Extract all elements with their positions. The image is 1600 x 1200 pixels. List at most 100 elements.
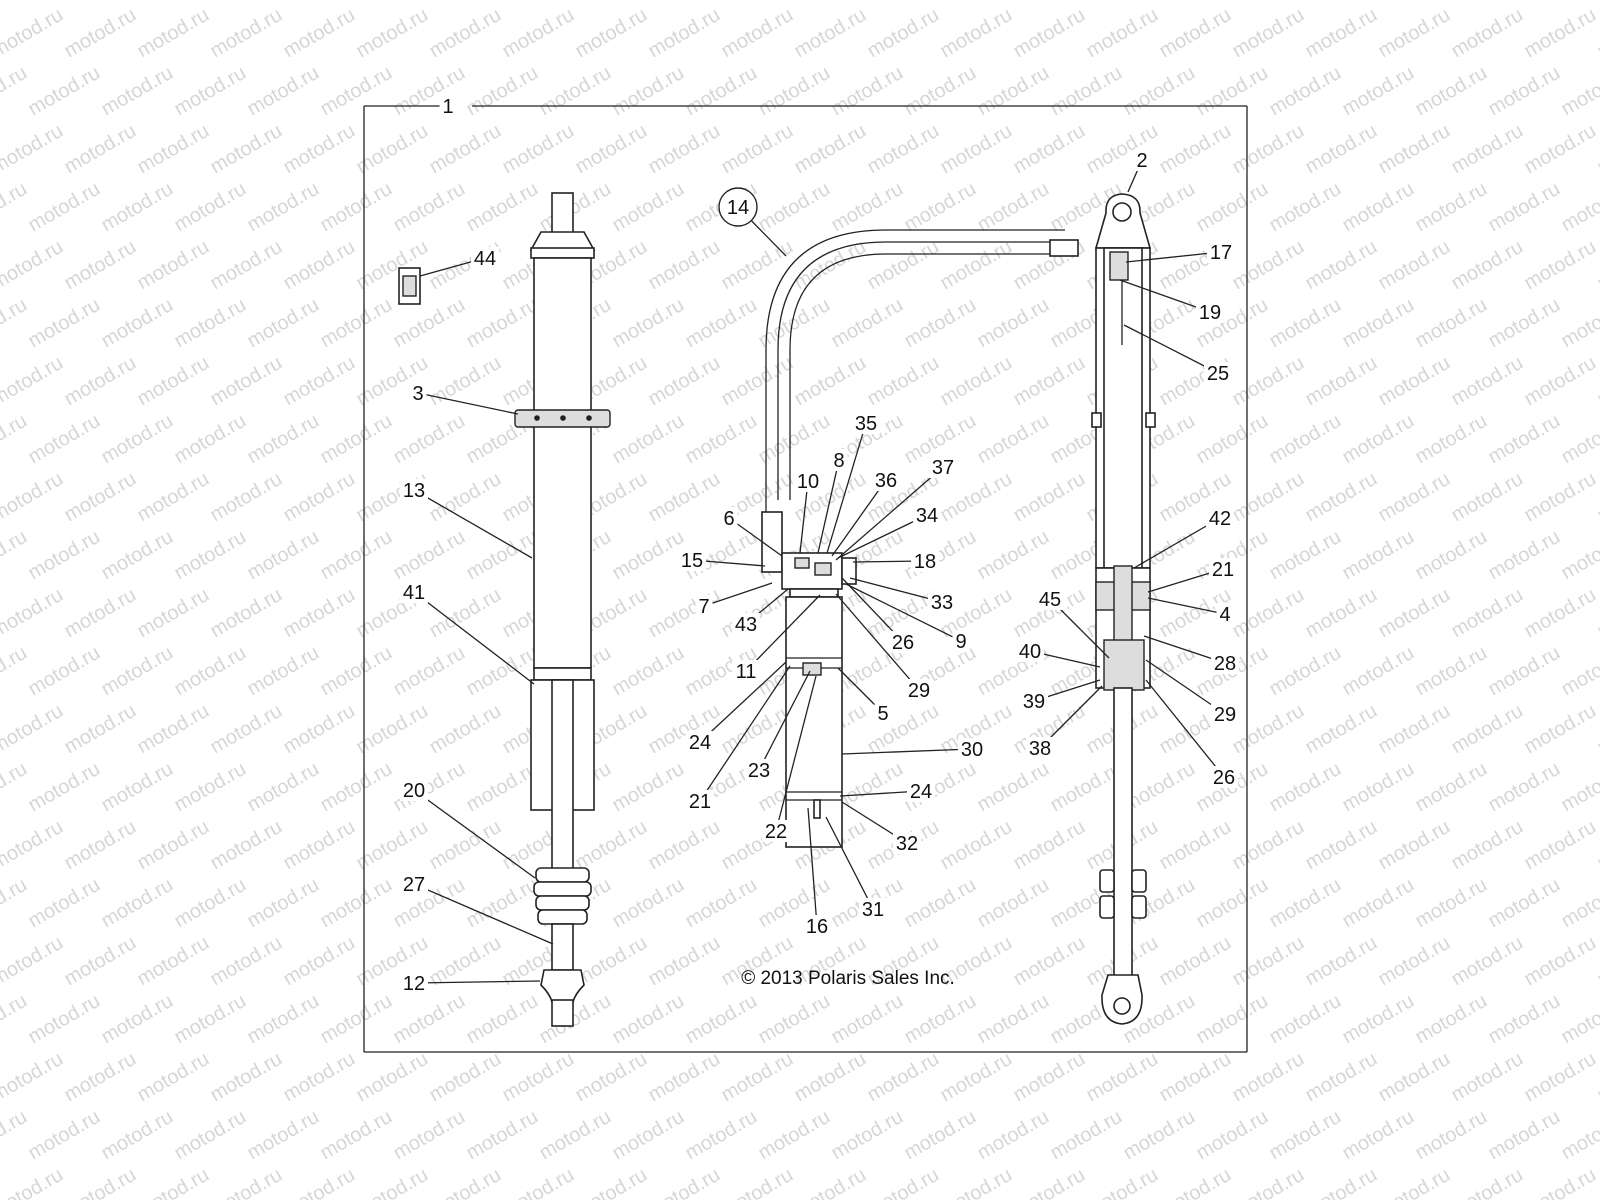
watermark-text: motod.ru (1229, 120, 1308, 179)
leader-line (413, 980, 541, 984)
callout-background (1216, 603, 1234, 625)
watermark-text: motod.ru (1193, 990, 1272, 1049)
watermark-text: motod.ru (25, 990, 104, 1049)
watermark-text: motod.ru (317, 526, 396, 585)
watermark-text: motod.ru (0, 642, 31, 701)
watermark-text: motod.ru (463, 526, 542, 585)
watermark-text: motod.ru (0, 526, 31, 585)
watermark-text: motod.ru (1339, 0, 1418, 4)
watermark-text: motod.ru (134, 1164, 213, 1200)
watermark-text: motod.ru (1594, 932, 1600, 991)
watermark-text: motod.ru (1010, 932, 1089, 991)
watermark-text: motod.ru (0, 1048, 67, 1107)
watermark-text: motod.ru (1302, 700, 1381, 759)
watermark-text: motod.ru (25, 526, 104, 585)
callout-background (1133, 149, 1151, 171)
watermark-text: motod.ru (244, 1106, 323, 1165)
part-number-32: 32 (896, 833, 918, 855)
watermark-text: motod.ru (1558, 62, 1600, 121)
part-number-29: 29 (1214, 704, 1236, 726)
watermark-text: motod.ru (98, 294, 177, 353)
leader-line (775, 675, 817, 832)
watermark-text: motod.ru (1485, 410, 1564, 469)
watermark-text: motod.ru (609, 642, 688, 701)
watermark-text: motod.ru (317, 178, 396, 237)
watermark-text: motod.ru (390, 1106, 469, 1165)
watermark-text: motod.ru (682, 0, 761, 4)
watermark-text: motod.ru (280, 700, 359, 759)
part-number-45: 45 (1039, 589, 1061, 611)
watermark-text: motod.ru (171, 642, 250, 701)
watermark-text: motod.ru (1302, 468, 1381, 527)
watermark-text: motod.ru (1266, 1106, 1345, 1165)
leader-line (831, 479, 887, 557)
watermark-text: motod.ru (864, 1164, 943, 1200)
watermark-text: motod.ru (1193, 410, 1272, 469)
watermark-text: motod.ru (1302, 1048, 1381, 1107)
watermark-text: motod.ru (1594, 352, 1600, 411)
leader-line (1145, 679, 1225, 778)
callout-background (678, 549, 706, 571)
watermark-text: motod.ru (463, 758, 542, 817)
watermark-text: motod.ru (317, 62, 396, 121)
part-number-24: 24 (689, 732, 711, 754)
watermark-text: motod.ru (499, 1048, 578, 1107)
watermark-text: motod.ru (134, 1048, 213, 1107)
part-number-21: 21 (1212, 559, 1234, 581)
watermark-text: motod.ru (426, 700, 505, 759)
watermark-text: motod.ru (1485, 62, 1564, 121)
watermark-text: motod.ru (828, 1106, 907, 1165)
leader-line (849, 577, 943, 603)
part-number-34: 34 (916, 505, 938, 527)
callout-background (905, 679, 933, 701)
watermark-text: motod.ru (25, 0, 104, 4)
watermark-text: motod.ru (937, 1164, 1016, 1200)
watermark-text: motod.ru (609, 1106, 688, 1165)
watermark-text: motod.ru (1448, 700, 1527, 759)
watermark-text: motod.ru (1229, 700, 1308, 759)
leader-line (758, 670, 811, 771)
watermark-text: motod.ru (390, 178, 469, 237)
watermark-text: motod.ru (1302, 584, 1381, 643)
watermark-text: motod.ru (1448, 1164, 1527, 1200)
watermark-text: motod.ru (718, 352, 797, 411)
watermark-text: motod.ru (1339, 874, 1418, 933)
callout-background (1026, 737, 1054, 759)
part-number-20: 20 (403, 780, 425, 802)
watermark-text: motod.ru (0, 236, 67, 295)
shock-external-assembly (398, 192, 611, 1027)
watermark-text: motod.ru (61, 700, 140, 759)
watermark-text: motod.ru (937, 1048, 1016, 1107)
callout-background (929, 456, 957, 478)
watermark-text: motod.ru (974, 874, 1053, 933)
watermark-text: motod.ru (280, 468, 359, 527)
watermark-text: motod.ru (1485, 294, 1564, 353)
watermark-text: motod.ru (1375, 4, 1454, 63)
watermark-text: motod.ru (536, 62, 615, 121)
copyright-notice: © 2013 Polaris Sales Inc. (741, 968, 955, 989)
part-number-40: 40 (1019, 641, 1041, 663)
watermark-text: motod.ru (61, 816, 140, 875)
watermark-text: motod.ru (1375, 700, 1454, 759)
watermark-text: motod.ru (244, 874, 323, 933)
callout-background (1211, 703, 1239, 725)
watermark-text: motod.ru (1558, 874, 1600, 933)
watermark-text: motod.ru (463, 874, 542, 933)
watermark-text: motod.ru (1302, 236, 1381, 295)
watermark-text: motod.ru (645, 816, 724, 875)
watermark-text: motod.ru (1558, 410, 1600, 469)
part-number-1: 1 (442, 96, 453, 118)
watermark-text: motod.ru (171, 526, 250, 585)
watermark-text: motod.ru (609, 62, 688, 121)
part-number-17: 17 (1210, 242, 1232, 264)
watermark-text: motod.ru (25, 62, 104, 121)
watermark-text: motod.ru (244, 410, 323, 469)
watermark-text: motod.ru (1120, 62, 1199, 121)
watermark-text: motod.ru (463, 0, 542, 4)
callout-background (1209, 558, 1237, 580)
watermark-text: motod.ru (207, 816, 286, 875)
watermark-text: motod.ru (1412, 642, 1491, 701)
watermark-text: motod.ru (1375, 236, 1454, 295)
watermark-text: motod.ru (864, 120, 943, 179)
watermark-text: motod.ru (390, 0, 469, 4)
